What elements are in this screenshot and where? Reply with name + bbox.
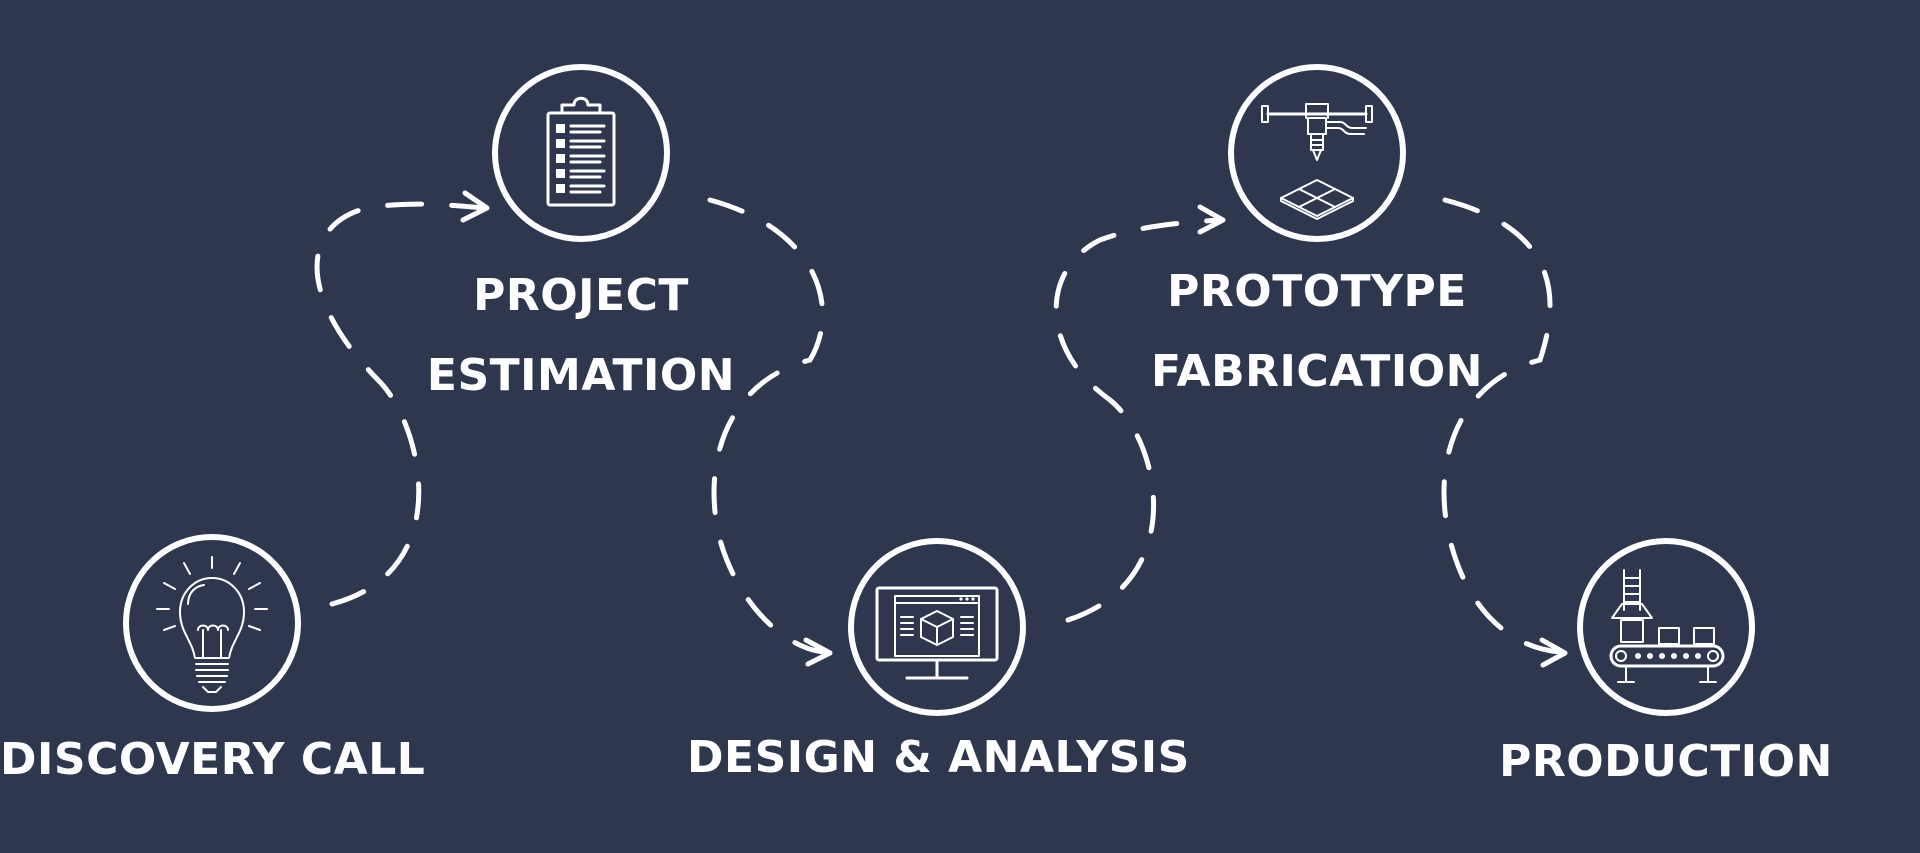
step-design-label: DESIGN & ANALYSIS xyxy=(687,718,1190,798)
step-production-circle xyxy=(1577,538,1755,716)
monitor-3d-icon xyxy=(875,586,999,680)
step-production-label: PRODUCTION xyxy=(1466,722,1866,802)
connector-4-arrowhead xyxy=(1539,637,1568,668)
step-prototype-label: PROTOTYPE FABRICATION xyxy=(1117,252,1517,412)
connector-2 xyxy=(707,197,828,655)
step-prototype-line2: FABRICATION xyxy=(1151,346,1483,397)
step-production-line1: PRODUCTION xyxy=(1499,736,1833,787)
3d-printer-icon xyxy=(1261,103,1373,220)
step-discovery-circle xyxy=(123,534,301,712)
step-discovery-line1: DISCOVERY CALL xyxy=(0,734,426,785)
connector-1-arrowhead xyxy=(460,190,490,223)
lightbulb-icon xyxy=(156,556,268,693)
step-estimation-line1: PROJECT xyxy=(473,270,689,321)
step-estimation-line2: ESTIMATION xyxy=(426,350,736,401)
step-design-circle xyxy=(848,538,1026,716)
connector-1 xyxy=(314,201,488,607)
connector-3-arrowhead xyxy=(1197,204,1226,235)
step-estimation-label: PROJECT ESTIMATION xyxy=(381,256,781,416)
step-prototype-line1: PROTOTYPE xyxy=(1167,266,1467,317)
step-estimation-circle xyxy=(492,64,670,242)
clipboard-icon xyxy=(546,96,616,207)
connector-3 xyxy=(1053,217,1223,623)
connector-4 xyxy=(1441,197,1565,655)
connector-2-arrowhead xyxy=(803,637,833,667)
step-discovery-label: DISCOVERY CALL xyxy=(0,720,426,800)
step-design-line1: DESIGN & ANALYSIS xyxy=(687,732,1190,783)
conveyor-icon xyxy=(1609,569,1725,683)
step-prototype-circle xyxy=(1228,64,1406,242)
